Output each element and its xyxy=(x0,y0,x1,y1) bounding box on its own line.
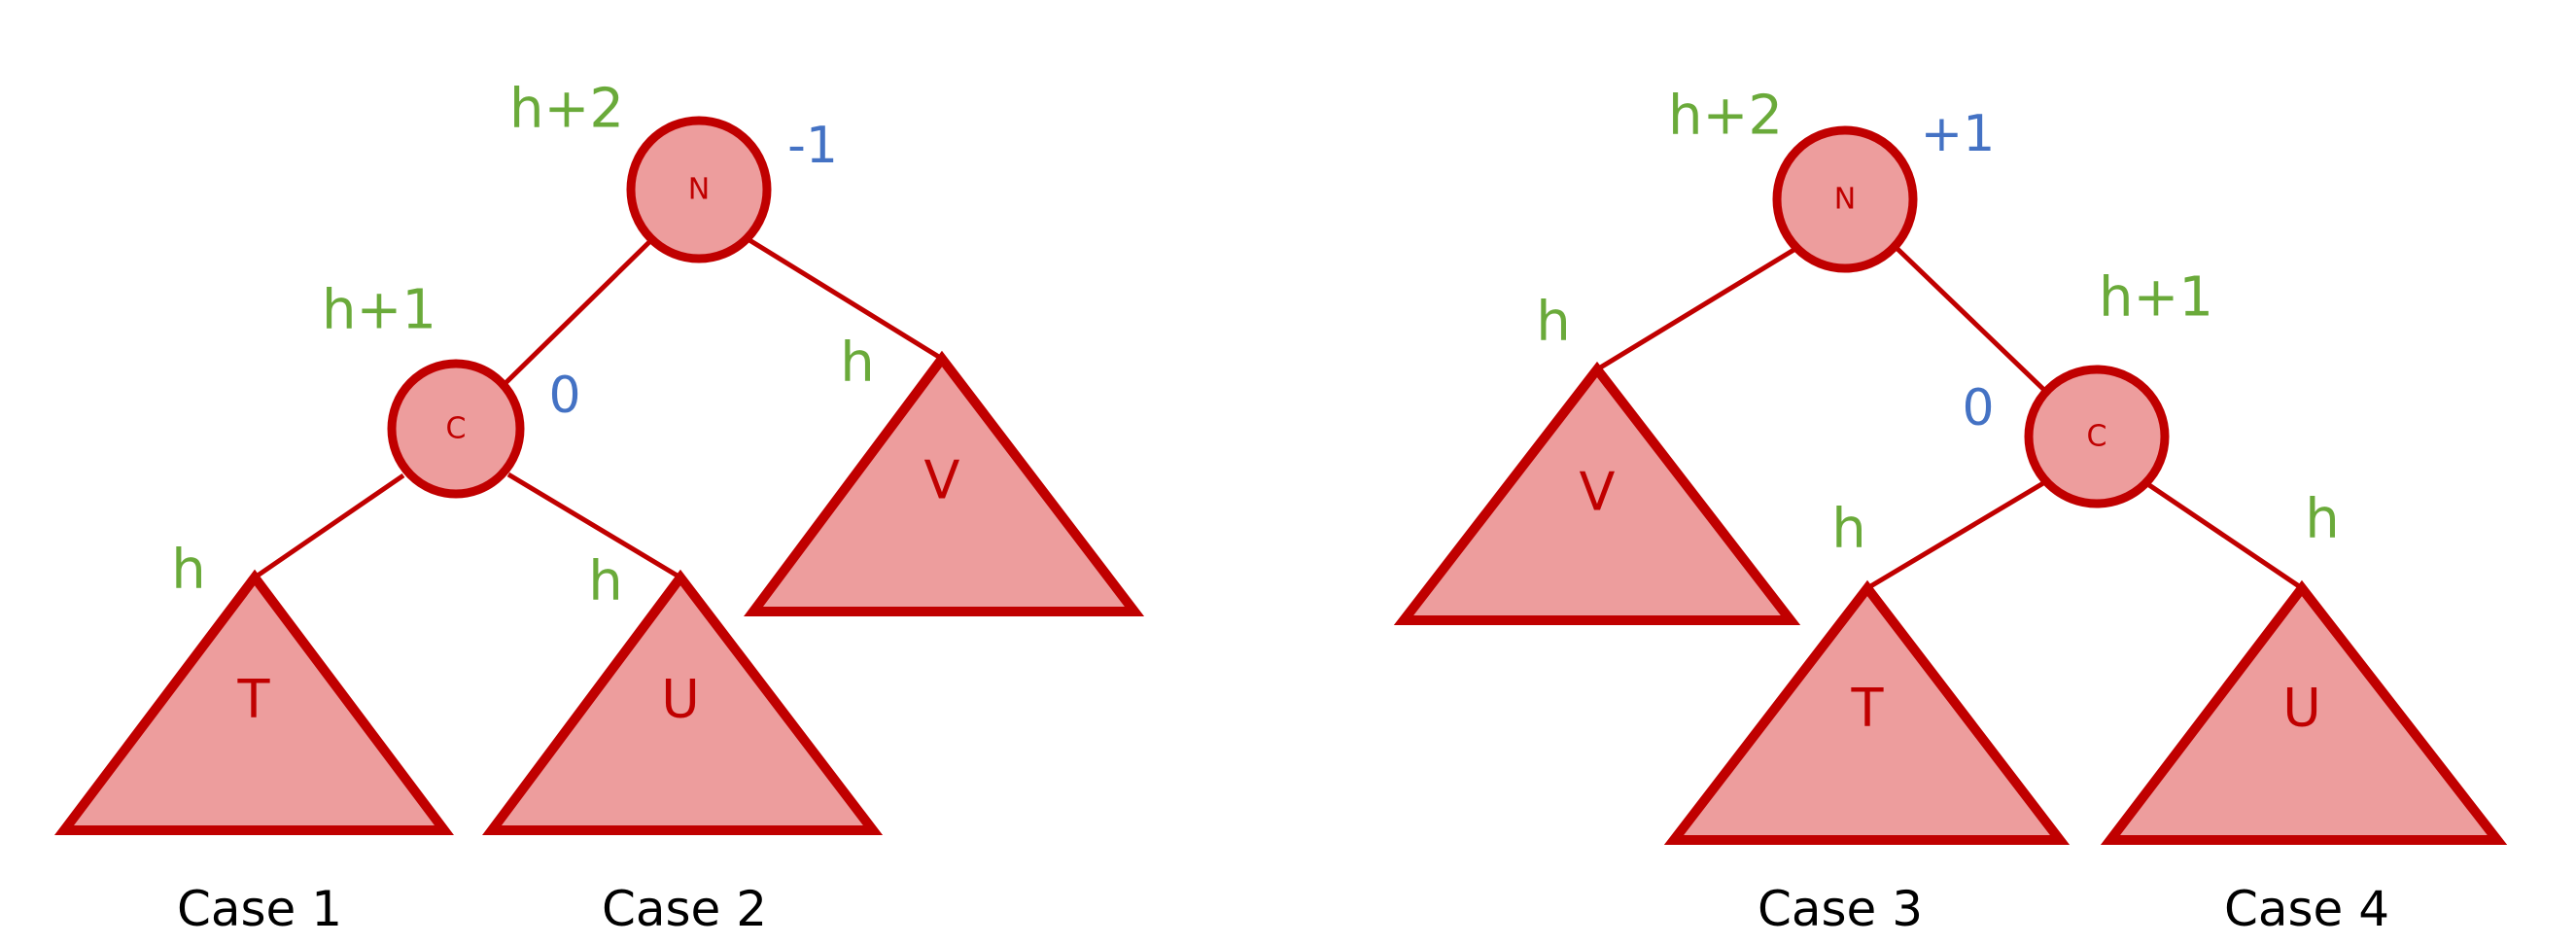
edge-n-c xyxy=(501,237,654,388)
node-c-label: C xyxy=(446,412,467,446)
height-label-n: h+2 xyxy=(1668,85,1783,148)
height-label-u: h xyxy=(2305,488,2340,551)
subtree-v xyxy=(744,350,1145,616)
balance-label-c: 0 xyxy=(548,367,580,425)
subtree-t-label: T xyxy=(1851,678,1885,739)
subtree-v-label: V xyxy=(924,450,960,511)
subtree-v-label: V xyxy=(1580,462,1616,523)
node-c xyxy=(2024,365,2170,508)
edge-c-u xyxy=(2147,482,2304,591)
balance-label-n: -1 xyxy=(787,117,838,175)
node-n-label: N xyxy=(1834,183,1856,217)
left-tree: N C T U V h+2 -1 h+1 0 h h h Case 1 Case… xyxy=(53,78,1145,937)
caption-case-4: Case 4 xyxy=(2224,881,2389,937)
height-label-n: h+2 xyxy=(509,78,624,141)
node-c-label: C xyxy=(2087,420,2107,454)
balance-label-c: 0 xyxy=(1962,379,1994,438)
edge-c-t xyxy=(253,472,405,580)
right-tree: N C V T U h+2 +1 h+1 0 h h h Case 3 Case… xyxy=(1393,85,2508,937)
edge-c-t xyxy=(1865,480,2045,591)
height-label-c: h+1 xyxy=(322,279,436,342)
subtree-u xyxy=(2100,579,2508,845)
edge-n-v xyxy=(748,237,944,362)
height-label-t: h xyxy=(1831,498,1866,561)
subtree-u-label: U xyxy=(661,669,700,730)
edge-n-v xyxy=(1595,246,1797,372)
height-label-v: h xyxy=(1536,291,1571,354)
edge-c-u xyxy=(506,472,682,580)
subtree-u-label: U xyxy=(2282,678,2321,739)
node-c xyxy=(387,359,525,499)
subtree-t-label: T xyxy=(237,669,271,730)
caption-case-3: Case 3 xyxy=(1758,881,1923,937)
height-label-v: h xyxy=(840,332,875,395)
height-label-u: h xyxy=(588,550,623,613)
height-label-c: h+1 xyxy=(2099,266,2213,330)
subtree-t xyxy=(53,569,454,835)
caption-case-2: Case 2 xyxy=(602,881,767,937)
balance-label-n: +1 xyxy=(1921,105,1996,163)
subtree-u xyxy=(482,569,884,835)
subtree-v xyxy=(1393,361,1801,625)
subtree-t xyxy=(1663,579,2071,845)
edge-n-c xyxy=(1896,247,2051,397)
node-n xyxy=(1772,125,1918,273)
node-n xyxy=(626,116,772,263)
caption-case-1: Case 1 xyxy=(177,881,342,937)
node-n-label: N xyxy=(688,173,710,207)
height-label-t: h xyxy=(171,539,206,602)
